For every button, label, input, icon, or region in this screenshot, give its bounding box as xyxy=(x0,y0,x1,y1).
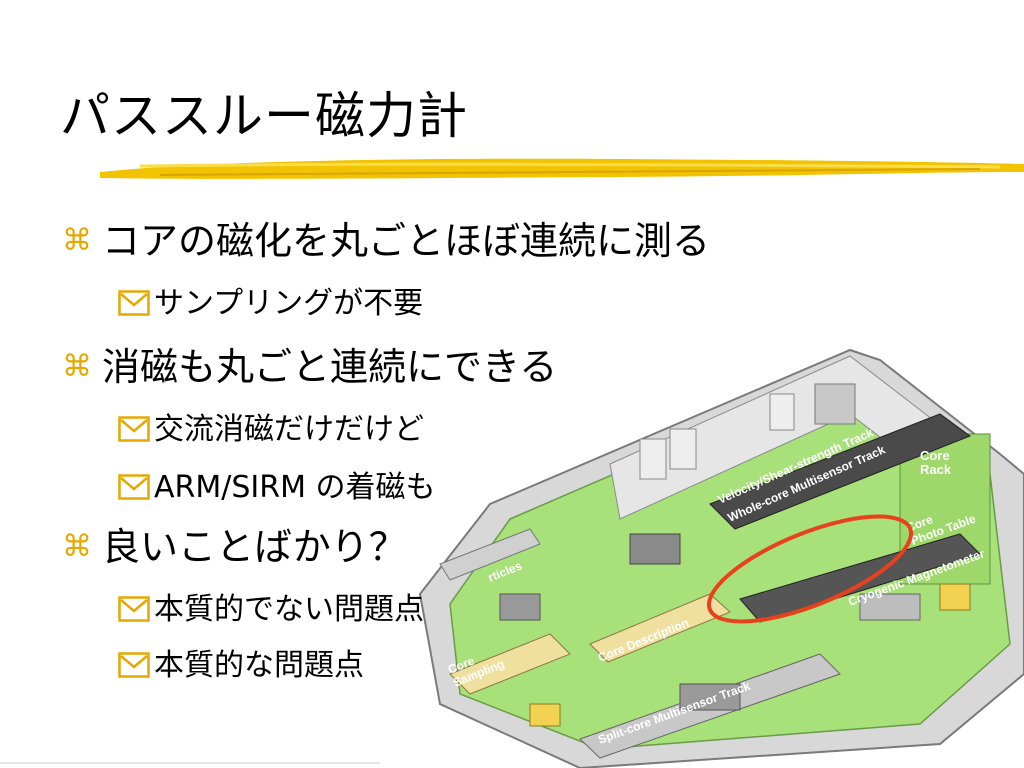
bullet-item: ⌘ コアの磁化を丸ごとほぼ連続に測る xyxy=(62,216,710,266)
sub-bullet-item: 本質的でない問題点 xyxy=(118,590,424,630)
sampling-bench xyxy=(449,633,571,695)
magnetometer-highlight xyxy=(706,514,914,624)
checkbox-icon xyxy=(118,596,150,624)
bullet-item: ⌘ 良いことばかり？ xyxy=(62,522,407,572)
cryogenic-track xyxy=(739,533,981,623)
checkbox-icon xyxy=(118,652,150,680)
command-key-icon: ⌘ xyxy=(62,223,92,258)
footer-divider xyxy=(0,762,380,764)
bench-left xyxy=(439,528,541,581)
wall-cabinet-2 xyxy=(669,428,697,470)
checkbox-icon xyxy=(118,416,150,444)
checkbox-icon xyxy=(118,474,150,502)
equipment-block-3 xyxy=(679,683,741,711)
equipment-block-1 xyxy=(499,593,541,621)
velocity-track xyxy=(709,413,972,530)
sub-bullet-item: 交流消磁だけだけど xyxy=(118,410,424,450)
label-core-rack-line1: Core xyxy=(920,448,950,463)
yellow-cabinet xyxy=(529,703,561,727)
bullet-text: 消磁も丸ごと連続にできる xyxy=(102,345,558,389)
sub-bullet-item: 本質的な問題点 xyxy=(118,646,364,686)
checkbox-icon xyxy=(118,290,150,318)
bullet-text: ARM/SIRM の着磁も xyxy=(154,470,436,505)
core-description-bench xyxy=(589,593,731,663)
wall-cabinet-3 xyxy=(769,393,795,431)
sub-bullet-item: ARM/SIRM の着磁も xyxy=(118,468,436,508)
command-key-icon: ⌘ xyxy=(62,349,92,384)
label-core-rack-line2: Rack xyxy=(920,462,952,477)
slide-title: パススルー磁力計 xyxy=(60,87,468,145)
bullet-text: 本質的な問題点 xyxy=(154,648,364,683)
equipment-block-2 xyxy=(629,533,681,565)
title-underline-brushstroke xyxy=(100,158,1024,179)
label-core-rack: Core Rack xyxy=(920,448,953,477)
wall-cabinet-1 xyxy=(639,438,667,480)
bullet-text: 交流消磁だけだけど xyxy=(154,412,424,447)
bullet-text: サンプリングが不要 xyxy=(154,286,424,321)
yellow-cabinet-2 xyxy=(939,583,971,611)
command-key-icon: ⌘ xyxy=(62,529,92,564)
equipment-block-4 xyxy=(859,593,921,621)
bullet-text: コアの磁化を丸ごとほぼ連続に測る xyxy=(102,219,711,263)
bullet-text: 良いことばかり？ xyxy=(102,525,407,569)
core-lab-illustration: Velocity/Shear-strength Track Whole-core… xyxy=(418,348,1024,768)
bullet-text: 本質的でない問題点 xyxy=(154,592,424,627)
storage-box xyxy=(814,383,856,425)
bullet-item: ⌘ 消磁も丸ごと連続にできる xyxy=(62,342,557,392)
sub-bullet-item: サンプリングが不要 xyxy=(118,284,423,324)
